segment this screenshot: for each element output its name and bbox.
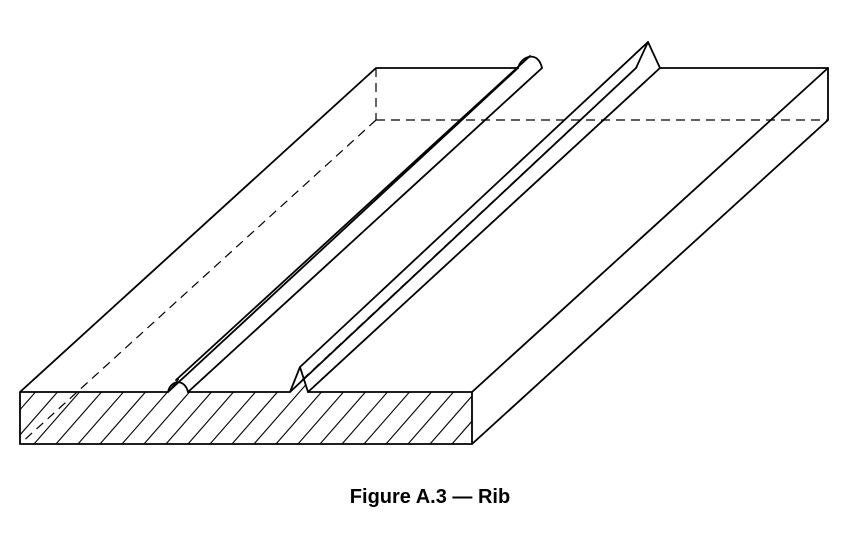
rib-isometric-drawing — [19, 41, 829, 445]
hidden-lines — [19, 63, 828, 445]
triangular-rib — [289, 41, 661, 393]
figure-caption: Figure A.3 — Rib — [349, 486, 511, 508]
section-hatching — [20, 367, 472, 444]
slab-edges — [19, 67, 829, 445]
rounded-rib — [167, 55, 543, 393]
